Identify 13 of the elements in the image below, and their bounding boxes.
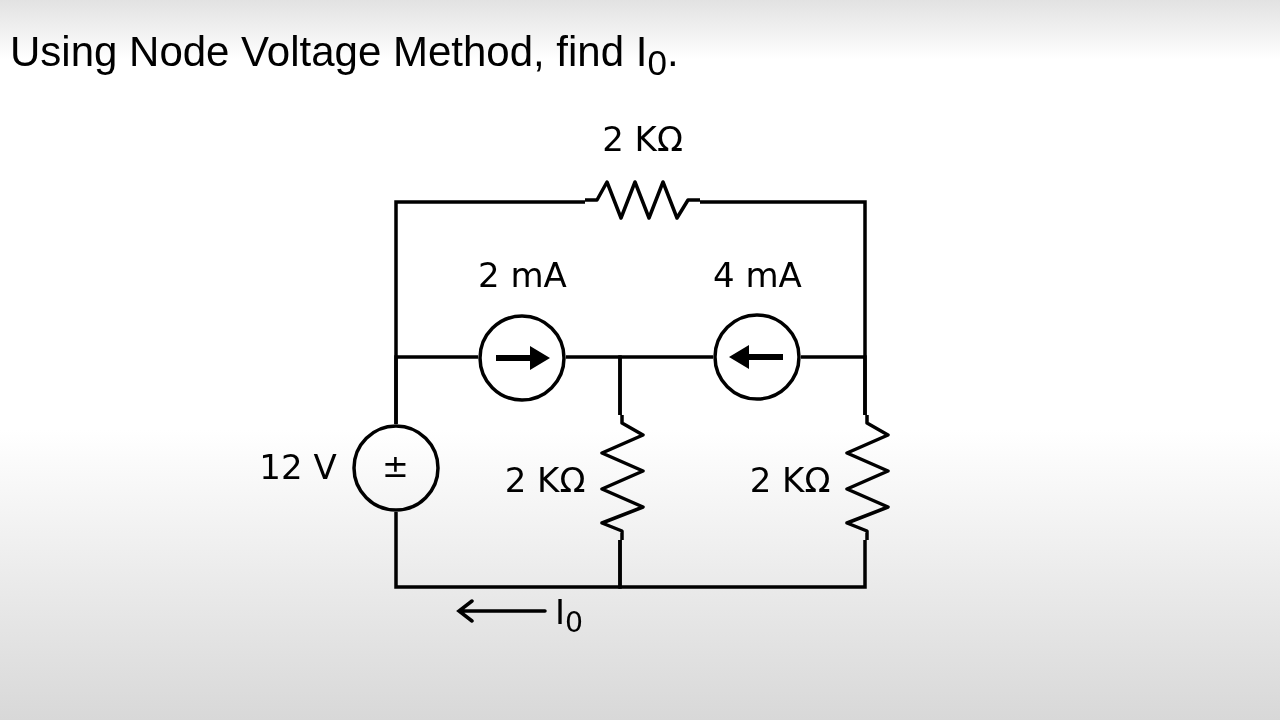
resistance-label: 2 KΩ bbox=[748, 463, 832, 497]
title: Using Node Voltage Method, find I$_{0}$. bbox=[10, 28, 679, 84]
resistance-label: 2 KΩ bbox=[503, 463, 587, 497]
current-label: 2 mA bbox=[478, 258, 566, 292]
wire bbox=[394, 355, 478, 424]
current-label: 4 mA bbox=[713, 258, 801, 292]
polarity-sign: ± bbox=[382, 450, 409, 482]
wire bbox=[618, 355, 713, 415]
voltage-label: 12 V bbox=[258, 450, 338, 484]
current-label: I$_{0}$ bbox=[555, 595, 584, 638]
wire bbox=[618, 540, 867, 589]
wire bbox=[801, 355, 867, 415]
resistance-label: 2 KΩ bbox=[601, 122, 684, 156]
